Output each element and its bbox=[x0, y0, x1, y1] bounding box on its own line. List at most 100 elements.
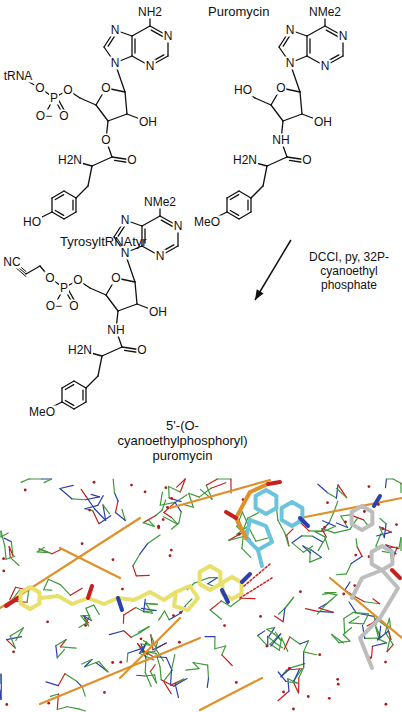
water-dot bbox=[170, 549, 173, 552]
atom-label: O bbox=[44, 272, 55, 285]
nucleotide-wire bbox=[229, 533, 243, 541]
water-dot bbox=[172, 614, 175, 617]
nucleotide-wire bbox=[364, 614, 369, 624]
nitrogen-stick bbox=[118, 598, 122, 610]
nucleotide-wire bbox=[286, 681, 298, 683]
nucleotide-wire bbox=[393, 479, 401, 483]
nitrogen-stick bbox=[222, 590, 228, 602]
nucleotide-wire bbox=[215, 646, 226, 649]
nucleotide-wire bbox=[349, 617, 359, 623]
backbone-line bbox=[120, 618, 180, 678]
nucleotide-wire bbox=[46, 682, 58, 686]
nucleotide-wire bbox=[143, 641, 150, 646]
nucleotide-wire bbox=[164, 512, 172, 517]
nucleotide-wire bbox=[138, 627, 149, 633]
backbone-line bbox=[40, 638, 200, 704]
nucleotide-wire bbox=[306, 609, 318, 612]
water-dot bbox=[354, 554, 357, 557]
cyan-base bbox=[282, 502, 303, 526]
bond-line bbox=[125, 92, 127, 114]
nucleotide-wire bbox=[94, 605, 100, 614]
atom-label: OH bbox=[313, 116, 333, 129]
nucleotide-wire bbox=[288, 679, 289, 691]
bond-line bbox=[132, 26, 150, 36]
water-dot bbox=[238, 533, 241, 536]
nucleotide-wire bbox=[400, 538, 401, 551]
atom-label: O bbox=[34, 82, 45, 95]
atom-label: O bbox=[62, 84, 73, 97]
nucleotide-wire bbox=[171, 655, 174, 670]
nucleotide-wire bbox=[48, 579, 60, 584]
nucleotide-wire bbox=[242, 598, 256, 600]
atom-label: H2N bbox=[57, 154, 83, 167]
nucleotide-wire bbox=[150, 665, 155, 672]
nucleotide-wire bbox=[164, 517, 178, 525]
nucleotide-wire bbox=[377, 631, 388, 640]
neighbour-base bbox=[352, 506, 373, 530]
nucleotide-wire bbox=[329, 513, 333, 522]
nucleotide-wire bbox=[86, 605, 94, 608]
water-dot bbox=[144, 490, 147, 493]
structure-panel: 5'-(O-cyanoethylphosphoryl) puromycin bbox=[0, 255, 255, 470]
arrow-head bbox=[255, 289, 264, 300]
atom-label: H2N bbox=[232, 154, 258, 167]
water-dot bbox=[130, 484, 133, 487]
nucleotide-wire bbox=[281, 668, 291, 677]
bond-line bbox=[52, 191, 64, 198]
bond-line bbox=[64, 212, 76, 219]
water-dot bbox=[103, 691, 106, 694]
nucleotide-wire bbox=[145, 672, 151, 686]
nucleotide-wire bbox=[222, 655, 232, 666]
water-dot bbox=[179, 611, 182, 614]
water-dot bbox=[384, 703, 387, 706]
nucleotide-wire bbox=[309, 549, 311, 562]
hydrogen-bond bbox=[240, 578, 272, 598]
nucleotide-wire bbox=[267, 628, 275, 630]
water-dot bbox=[2, 570, 5, 573]
bond-line bbox=[118, 304, 137, 311]
atom-label: N bbox=[155, 250, 166, 263]
bond-line bbox=[64, 191, 76, 198]
nucleotide-wire bbox=[10, 636, 15, 648]
atom-label: O bbox=[100, 134, 111, 147]
water-dot bbox=[337, 683, 340, 686]
nucleotide-wire bbox=[170, 670, 172, 685]
nucleotide-wire bbox=[171, 523, 178, 529]
nucleotide-wire bbox=[292, 536, 302, 543]
nucleotide-wire bbox=[1, 531, 5, 546]
nucleotide-wire bbox=[385, 479, 387, 488]
bond-line bbox=[306, 36, 307, 56]
bond-line bbox=[251, 186, 263, 198]
nucleotide-wire bbox=[309, 530, 321, 532]
atom-label: H2N bbox=[67, 344, 93, 357]
bond-line bbox=[255, 98, 271, 105]
nucleotide-wire bbox=[344, 612, 353, 618]
nucleotide-wire bbox=[214, 637, 215, 649]
nucleotide-wire bbox=[44, 579, 49, 589]
water-dot bbox=[326, 501, 329, 504]
bond-line bbox=[62, 402, 74, 409]
nucleotide-wire bbox=[7, 637, 22, 640]
backbone-line bbox=[60, 548, 120, 578]
bond-line bbox=[55, 195, 63, 200]
nucleotide-wire bbox=[328, 493, 337, 498]
nucleotide-wire bbox=[389, 631, 391, 639]
nucleotide-wire bbox=[199, 488, 211, 497]
atom-label: N bbox=[320, 60, 331, 73]
puromycin-ring bbox=[20, 587, 39, 609]
nucleotide-wire bbox=[99, 516, 111, 524]
nucleotide-wire bbox=[115, 513, 125, 521]
bond-line bbox=[108, 114, 127, 121]
nucleotide-wire bbox=[79, 709, 86, 711]
nucleotide-wire bbox=[275, 643, 282, 648]
nucleotide-wire bbox=[304, 641, 309, 652]
nucleotide-wire bbox=[91, 494, 99, 496]
nitrogen-stick bbox=[374, 496, 380, 506]
nucleotide-wire bbox=[343, 634, 350, 641]
water-dot bbox=[266, 645, 269, 648]
nucleotide-wire bbox=[115, 501, 118, 513]
atom-label: O bbox=[72, 274, 83, 287]
oxygen-stick bbox=[392, 570, 400, 578]
nucleotide-wire bbox=[60, 489, 72, 499]
